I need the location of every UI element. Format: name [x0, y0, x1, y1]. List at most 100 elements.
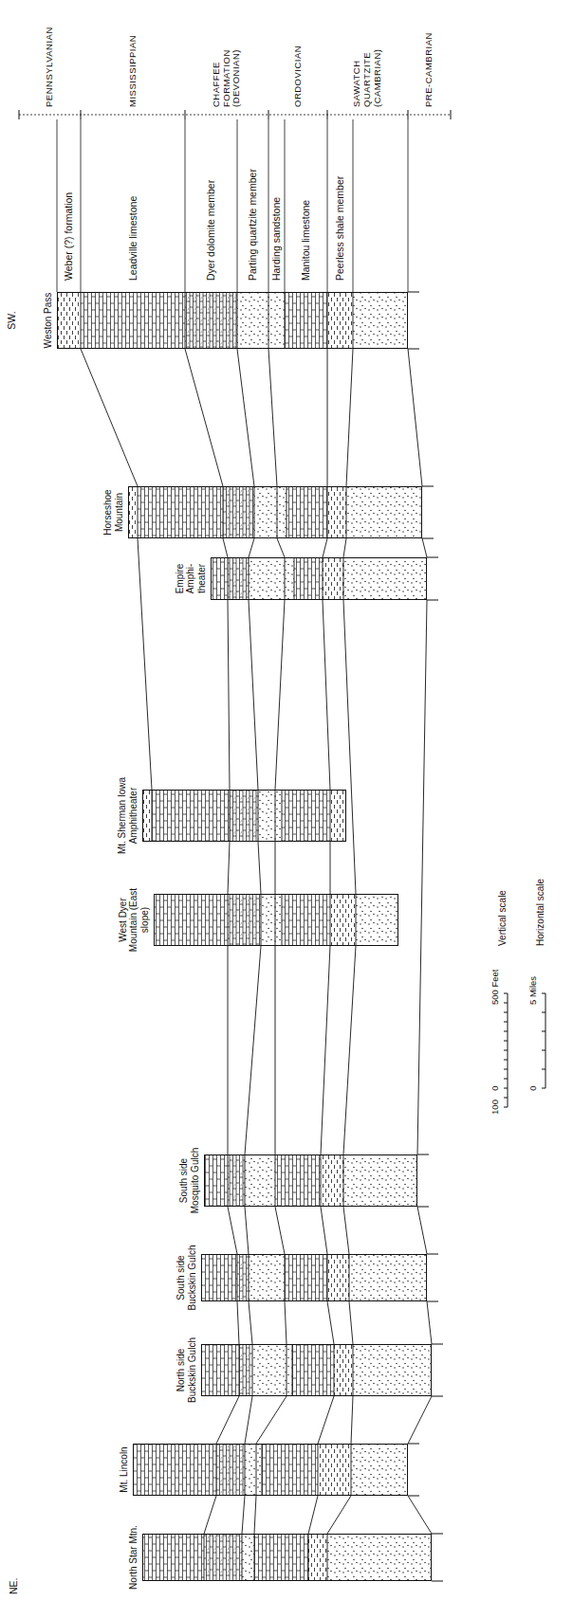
unit-boundary: [56, 119, 58, 293]
vertical-scale-bar-tick: [503, 1070, 508, 1072]
rock-pattern: [254, 1534, 309, 1583]
contact-line: [275, 1155, 277, 1208]
correlation-line: [417, 600, 427, 1156]
correlation-line: [346, 349, 353, 487]
column-strata: [128, 486, 434, 539]
correlation-line: [80, 349, 138, 487]
direction-label: NE.: [7, 1578, 19, 1596]
correlation-line: [241, 1497, 245, 1535]
correlation-line: [417, 1207, 427, 1256]
contact-line: [330, 894, 332, 947]
period-tick: [407, 110, 409, 120]
station-label: Horseshoe Mountain: [102, 480, 125, 547]
contact-line: [151, 790, 153, 843]
rock-pattern: [258, 790, 276, 843]
scale-caption: Vertical scale: [497, 890, 509, 947]
unit-label: Parting quartzite member: [246, 168, 259, 281]
rock-pattern: [151, 790, 230, 843]
horizontal-scale-bar-tick: [541, 994, 546, 996]
rock-pattern: [132, 1444, 217, 1498]
correlation-line: [137, 538, 152, 791]
correlation-line: [254, 1497, 257, 1535]
station-label: Mt. Lincoln: [118, 1438, 130, 1505]
unit-boundary: [284, 119, 286, 293]
correlation-line: [320, 946, 331, 1156]
scale-number: 0: [490, 1086, 501, 1091]
correlation-line: [248, 600, 259, 791]
rock-pattern: [252, 1345, 287, 1398]
correlation-line: [244, 1207, 249, 1256]
section-column: South side Buckskin Gulch: [201, 1255, 427, 1303]
vertical-scale-bar-tick: [503, 1051, 508, 1053]
correlation-line: [275, 946, 277, 1156]
vertical-scale-bar-tick: [503, 1089, 508, 1091]
rock-pattern: [355, 894, 399, 947]
contact-line: [244, 1444, 246, 1498]
contact-line: [294, 557, 296, 601]
rock-pattern: [294, 557, 323, 601]
correlation-line: [349, 1302, 353, 1346]
contact-line: [333, 1345, 335, 1398]
rock-pattern: [275, 894, 282, 947]
rock-pattern: [349, 1255, 427, 1303]
rock-pattern: [237, 292, 269, 350]
unit-label: Manitou limestone: [299, 200, 312, 281]
correlation-line: [284, 1302, 287, 1346]
contact-line: [286, 1345, 288, 1398]
rock-pattern: [227, 894, 261, 947]
rock-pattern: [275, 1155, 321, 1208]
correlation-line: [308, 1497, 318, 1535]
rock-pattern: [268, 292, 285, 350]
contact-line: [308, 1534, 310, 1583]
unit-boundary: [80, 119, 82, 293]
rock-pattern: [142, 1534, 204, 1583]
column-extension: [426, 600, 439, 602]
rock-pattern: [142, 790, 152, 843]
correlation-line: [407, 1497, 432, 1535]
contact-line: [216, 1444, 218, 1498]
contact-line: [349, 1255, 351, 1303]
rock-pattern: [254, 486, 278, 539]
rock-pattern: [317, 1444, 352, 1498]
contact-line: [284, 1255, 286, 1303]
column-extension: [426, 1302, 439, 1304]
rock-pattern: [343, 557, 427, 601]
rock-pattern: [275, 790, 282, 843]
vertical-scale-bar-tick: [503, 1003, 508, 1005]
column-strata: [203, 1155, 429, 1208]
correlation-line: [237, 1302, 240, 1346]
contact-line: [286, 486, 288, 539]
correlation-line: [244, 946, 261, 1156]
rock-pattern: [277, 486, 287, 539]
rock-pattern: [333, 1345, 353, 1398]
section-column: Horseshoe Mountain: [128, 486, 423, 539]
rock-pattern: [237, 1255, 249, 1303]
contact-line: [292, 1345, 294, 1398]
station-label: Empire Amphi- theater: [174, 553, 208, 607]
vertical-scale-bar-tick: [503, 1032, 508, 1034]
scale-number: 5 Miles: [528, 977, 539, 1006]
horizontal-scale-bar-tick: [541, 1013, 546, 1015]
correlation-line: [277, 538, 285, 558]
section-column: North Star Mtn.: [142, 1534, 432, 1583]
contact-line: [260, 894, 262, 947]
column-extension: [426, 557, 439, 559]
contact-line: [80, 292, 82, 350]
column-extension: [431, 1534, 444, 1536]
column-extension: [407, 349, 420, 351]
scale-caption: Horizontal scale: [535, 879, 547, 947]
column-extension: [422, 538, 434, 540]
column-strata: [142, 790, 347, 843]
contact-line: [320, 1155, 322, 1208]
contact-line: [227, 1155, 229, 1208]
column-extension: [431, 1582, 444, 1584]
period-label: PRE-CAMBRIAN: [424, 32, 435, 108]
contact-line: [248, 557, 250, 601]
correlation-line: [327, 1497, 352, 1535]
rock-pattern: [256, 1444, 262, 1498]
rock-pattern: [284, 1255, 328, 1303]
correlation-line: [322, 600, 331, 791]
contact-line: [277, 486, 278, 539]
rock-pattern: [286, 1345, 293, 1398]
